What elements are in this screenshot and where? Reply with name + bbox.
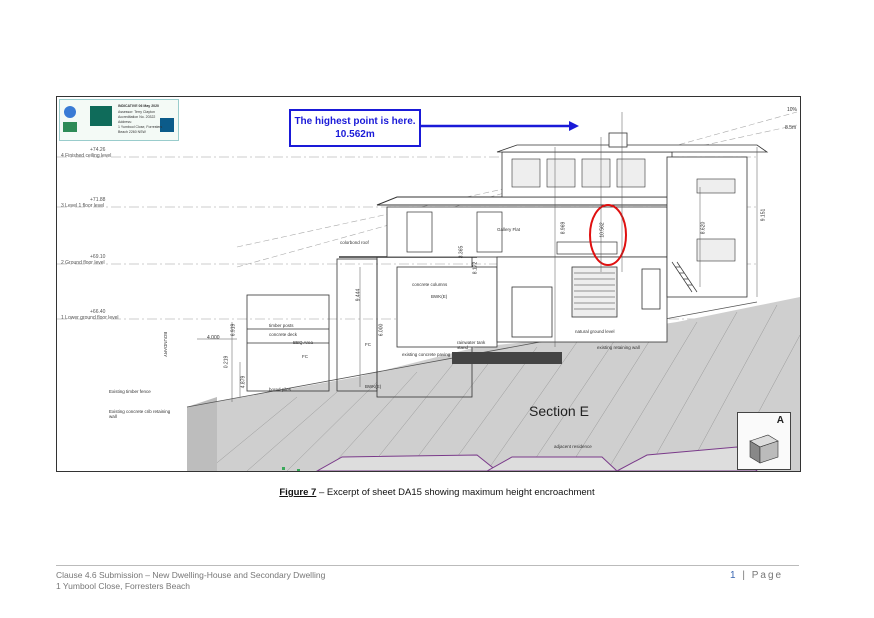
label-concrete-deck: concrete deck xyxy=(269,332,298,337)
level-name-4: 4 Finished ceiling level xyxy=(61,153,112,159)
stamp-line4: Address: xyxy=(118,120,132,124)
architectural-section-drawing: INDICATIVE 06 May 2020 Assessor: Terry C… xyxy=(56,96,801,472)
level-name-1: 1 Lower ground floor level xyxy=(61,315,119,321)
footer-page-number: 1 | Page xyxy=(730,570,783,581)
section-title: Section E xyxy=(529,403,589,419)
basix-certificate-stamp: INDICATIVE 06 May 2020 Assessor: Terry C… xyxy=(59,99,179,141)
figure-caption: Figure 7 – Excerpt of sheet DA15 showing… xyxy=(0,487,874,498)
label-boundary: BOUNDARY xyxy=(163,331,169,358)
label-bbq-area: BBQ Area xyxy=(293,340,314,345)
label-bwk-2: BWK(E) xyxy=(365,384,382,389)
figure-number: Figure 7 xyxy=(279,487,317,498)
label-colorbond-roof: colorbond roof xyxy=(340,240,369,245)
dim-slope: 8.5m xyxy=(785,125,797,131)
dim-8620: 8.620 xyxy=(700,221,707,235)
figure-caption-text: – Excerpt of sheet DA15 showing maximum … xyxy=(316,487,595,498)
label-gallery-flat: Gallery Flat xyxy=(497,227,521,232)
label-timber-posts: timber posts xyxy=(269,323,294,328)
dim-percent: 10% xyxy=(787,107,798,113)
level-name-2: 2 Ground floor level xyxy=(61,260,105,266)
dim-0219: 0.219 xyxy=(223,355,230,369)
level-rl-3: +71.88 xyxy=(90,197,106,203)
label-existing-paving: existing concrete paving xyxy=(402,352,451,357)
label-rainwater-tank: rainwater tank stand xyxy=(457,340,486,350)
dim-4879: 4.879 xyxy=(240,375,247,389)
stamp-line3: Accreditation No. 20322 xyxy=(118,115,156,119)
stamp-line1: INDICATIVE 06 May 2020 xyxy=(118,104,159,108)
label-timber-fence: Existing timber fence xyxy=(109,389,151,394)
label-retaining-wall: Existing concrete crib retaining wall xyxy=(109,409,171,419)
footer-document-info: Clause 4.6 Submission – New Dwelling-Hou… xyxy=(56,570,325,592)
dim-3365: 3.365 xyxy=(458,245,465,259)
level-rl-1: +66.40 xyxy=(90,309,106,315)
page-number: 1 xyxy=(730,570,738,581)
footer-divider xyxy=(56,565,799,566)
section-key-box: A xyxy=(737,412,791,470)
label-retaining-wall-right: existing retaining wall xyxy=(597,345,640,350)
level-name-3: 3 Level 1 floor level xyxy=(61,203,105,209)
callout-line2: 10.562m xyxy=(335,129,375,140)
footer-line2: 1 Yumbool Close, Forresters Beach xyxy=(56,581,191,591)
stamp-logo-graphic xyxy=(63,106,174,132)
dim-8172: 8.172 xyxy=(472,261,479,275)
stamp-line5: 1 Yumbool Close, Forresters xyxy=(118,125,163,129)
dim-6000: 6.000 xyxy=(378,323,385,337)
level-rl-2: +69.10 xyxy=(90,254,106,260)
page-word: | Page xyxy=(742,570,784,581)
section-key-letter: A xyxy=(776,415,784,426)
dim-4000: 4.000 xyxy=(207,335,220,341)
section-drawing-svg xyxy=(57,111,800,471)
cube-icon xyxy=(749,434,779,464)
label-bwk-1: BWK(E) xyxy=(431,294,448,299)
highest-point-callout: The highest point is here. 10.562m xyxy=(289,109,421,147)
label-concrete-columns: concrete columns xyxy=(412,282,448,287)
label-fc-1: FC xyxy=(302,354,308,359)
dim-9444: 9.444 xyxy=(355,288,362,302)
label-adjacent-residence: adjacent residence xyxy=(554,444,592,449)
footer-line1: Clause 4.6 Submission – New Dwelling-Hou… xyxy=(56,570,326,580)
stamp-line2: Assessor: Terry Clayton xyxy=(118,110,155,114)
dim-8969: 8.969 xyxy=(560,221,567,235)
label-bored-piles: bored piles xyxy=(269,387,292,392)
label-natural-ground: natural ground level xyxy=(575,329,615,334)
dim-10562: 10.562 xyxy=(599,222,606,238)
stamp-line6: Beach 2260 NSW xyxy=(118,130,146,134)
label-fc-2: FC xyxy=(365,342,371,347)
callout-line1: The highest point is here. xyxy=(294,116,416,127)
dim-6919: 6.919 xyxy=(230,323,237,337)
level-rl-4: +74.26 xyxy=(90,147,106,153)
dim-9151: 9.151 xyxy=(760,208,767,222)
